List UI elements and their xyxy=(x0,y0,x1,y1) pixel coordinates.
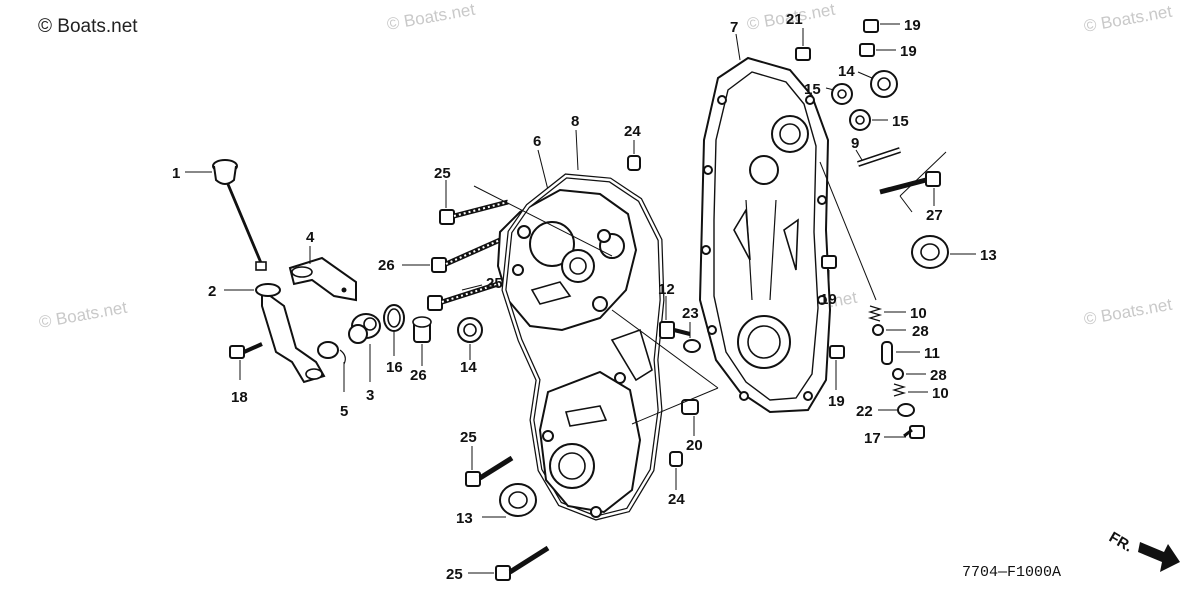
watermark-faint: © Boats.net xyxy=(37,298,128,332)
part-ball-28-upper[interactable] xyxy=(872,324,884,336)
callout-27: 27 xyxy=(926,207,943,224)
part-oil-seal-13-right[interactable] xyxy=(911,235,949,269)
part-bolt-25-lower[interactable] xyxy=(465,455,514,487)
callout-21: 21 xyxy=(786,11,803,28)
callout-19-middle: 19 xyxy=(820,291,837,308)
part-washer-22[interactable] xyxy=(897,403,915,417)
callout-3: 3 xyxy=(366,387,374,404)
callout-24-top: 24 xyxy=(624,123,641,140)
part-nut-19-lower[interactable] xyxy=(829,345,845,359)
part-dowel-pin-24-bottom[interactable] xyxy=(669,451,683,467)
part-bearing-14-left[interactable] xyxy=(457,317,483,343)
part-gasket-8[interactable] xyxy=(501,173,665,521)
callout-28-upper: 28 xyxy=(912,323,929,340)
part-bolt-25-bottom[interactable] xyxy=(495,545,550,581)
callout-25-middle: 25 xyxy=(486,275,503,292)
part-dipstick[interactable] xyxy=(212,159,267,271)
part-plunger-11[interactable] xyxy=(881,341,893,365)
callout-10-upper: 10 xyxy=(910,305,927,322)
callout-17: 17 xyxy=(864,430,881,447)
part-nut-19-middle[interactable] xyxy=(821,255,837,269)
part-case-lower[interactable] xyxy=(538,328,653,518)
callout-15-upper: 15 xyxy=(804,81,821,98)
callout-12: 12 xyxy=(658,281,675,298)
callout-19-second: 19 xyxy=(900,43,917,60)
part-bolt-18[interactable] xyxy=(229,342,263,359)
part-bearing-15-upper[interactable] xyxy=(831,83,853,105)
front-direction-arrow-icon xyxy=(1138,542,1180,572)
part-ball-28-lower[interactable] xyxy=(892,368,904,380)
callout-6: 6 xyxy=(533,133,541,150)
callout-11: 11 xyxy=(924,345,940,362)
part-fitting-12[interactable] xyxy=(659,321,691,339)
callout-14-left: 14 xyxy=(460,359,477,376)
part-spring-10-lower[interactable] xyxy=(891,383,907,397)
diagram-code: 7704—F1000A xyxy=(962,564,1061,581)
callout-26-upper: 26 xyxy=(378,257,395,274)
callout-8: 8 xyxy=(571,113,579,130)
callout-7: 7 xyxy=(730,19,738,36)
part-nut-21[interactable] xyxy=(795,47,811,61)
part-bearing-14-right[interactable] xyxy=(870,70,898,98)
part-spring-10-upper[interactable] xyxy=(867,305,883,322)
part-crankcase-7[interactable] xyxy=(698,56,832,414)
part-bolt-25-middle[interactable] xyxy=(427,281,499,311)
part-bolt-26-upper[interactable] xyxy=(431,237,502,273)
callout-10-lower: 10 xyxy=(932,385,949,402)
callout-16: 16 xyxy=(386,359,403,376)
part-case-cover-6[interactable] xyxy=(496,188,638,332)
callout-19-lower: 19 xyxy=(828,393,845,410)
part-dowel-pin-24-top[interactable] xyxy=(627,155,641,171)
callout-25-upper: 25 xyxy=(434,165,451,182)
watermark-top-left: © Boats.net xyxy=(38,16,138,37)
callout-24-bottom: 24 xyxy=(668,491,685,508)
part-nut-19-second[interactable] xyxy=(859,43,875,57)
part-o-ring-5[interactable] xyxy=(317,341,346,365)
callout-26-lower: 26 xyxy=(410,367,427,384)
callout-4: 4 xyxy=(306,229,315,246)
callout-13-right: 13 xyxy=(980,247,997,264)
callout-2: 2 xyxy=(208,283,216,300)
callout-28-lower: 28 xyxy=(930,367,947,384)
part-washer-23[interactable] xyxy=(683,339,701,353)
callout-15-lower: 15 xyxy=(892,113,909,130)
callout-19-top: 19 xyxy=(904,17,921,34)
part-bolt-27[interactable] xyxy=(879,171,941,195)
callout-23: 23 xyxy=(682,305,699,322)
part-oil-seal-13-left[interactable] xyxy=(499,483,537,517)
callout-20: 20 xyxy=(686,437,703,454)
part-nut-19-top[interactable] xyxy=(863,19,879,33)
part-bearing-15-lower[interactable] xyxy=(849,109,871,131)
callout-9: 9 xyxy=(851,135,859,152)
part-washer-16[interactable] xyxy=(383,304,405,332)
watermark-faint: © Boats.net xyxy=(385,0,476,34)
part-bolt-17[interactable] xyxy=(903,425,925,439)
part-shaft-9[interactable] xyxy=(857,147,901,167)
part-drain-plug-26[interactable] xyxy=(412,316,432,343)
direction-label: FR. xyxy=(1106,529,1135,556)
watermark-faint: © Boats.net xyxy=(1082,295,1173,329)
callout-25-lower: 25 xyxy=(460,429,477,446)
callout-1: 1 xyxy=(172,165,180,182)
part-bolt-25-upper[interactable] xyxy=(439,199,509,225)
callout-5: 5 xyxy=(340,403,348,420)
callout-13-left: 13 xyxy=(456,510,473,527)
callout-14-right: 14 xyxy=(838,63,855,80)
part-bracket[interactable] xyxy=(288,256,357,302)
callout-18: 18 xyxy=(231,389,248,406)
part-plug-3[interactable] xyxy=(348,313,381,344)
callout-22: 22 xyxy=(856,403,873,420)
callout-25-bottom: 25 xyxy=(446,566,463,583)
watermark-faint: © Boats.net xyxy=(1082,2,1173,36)
part-oil-filler-tube[interactable] xyxy=(255,283,326,384)
